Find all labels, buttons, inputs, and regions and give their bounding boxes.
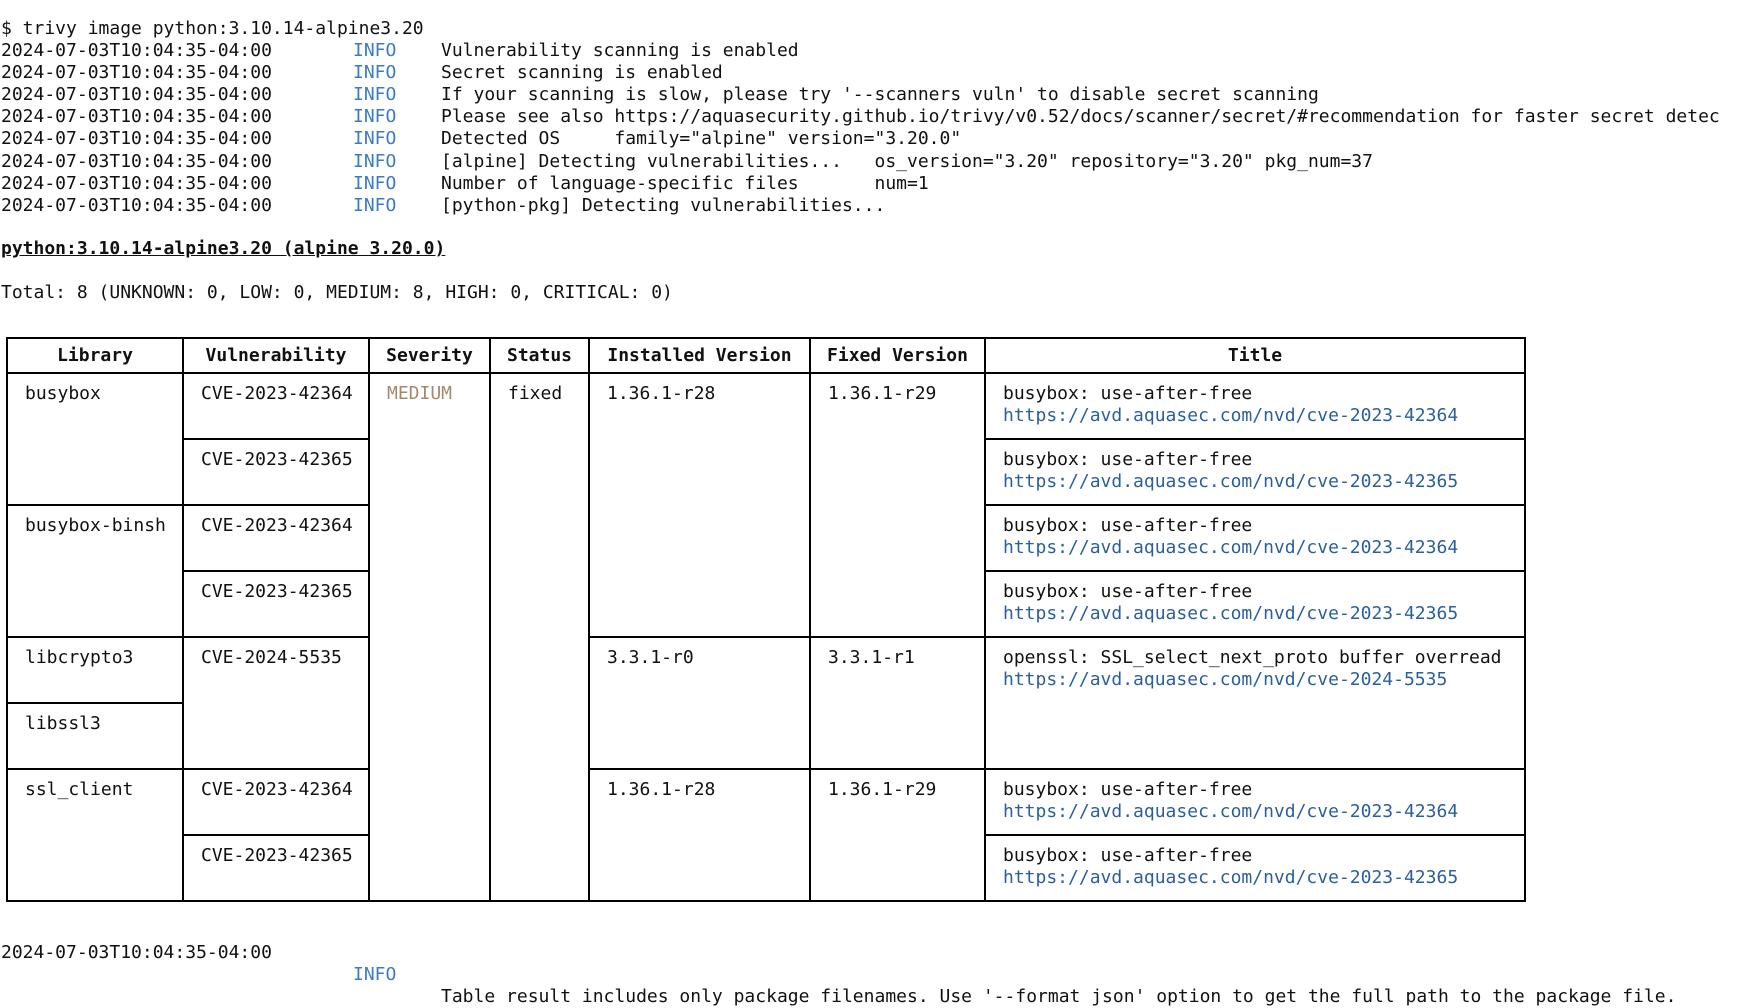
library-cell: libcrypto3 (6, 636, 184, 704)
advisory-link[interactable]: https://avd.aquasec.com/nvd/cve-2023-423… (1003, 801, 1459, 822)
title-text: openssl: SSL_select_next_proto buffer ov… (1003, 647, 1502, 668)
library-cell: busybox (6, 372, 184, 506)
library-cell: busybox-binsh (6, 504, 184, 638)
fixed-version-cell: 3.3.1-r1 (809, 636, 986, 770)
footer-log-line: 2024-07-03T10:04:35-04:00 INFO Table res… (1, 920, 1676, 1007)
advisory-link[interactable]: https://avd.aquasec.com/nvd/cve-2023-423… (1003, 405, 1459, 426)
vulnerability-cell: CVE-2023-42364 (182, 504, 370, 572)
log-timestamp: 2024-07-03T10:04:35-04:00 (1, 106, 272, 128)
log-timestamp: 2024-07-03T10:04:35-04:00 (1, 40, 272, 61)
installed-version-cell: 1.36.1-r28 (588, 372, 811, 638)
advisory-link[interactable]: https://avd.aquasec.com/nvd/cve-2023-423… (1003, 537, 1459, 558)
log-message: [alpine] Detecting vulnerabilities... os… (441, 150, 1373, 172)
advisory-link[interactable]: https://avd.aquasec.com/nvd/cve-2024-553… (1003, 669, 1448, 690)
target-heading: python:3.10.14-alpine3.20 (alpine 3.20.0… (1, 238, 446, 259)
log-timestamp: 2024-07-03T10:04:35-04:00 (1, 172, 272, 194)
table-row: libssl3 (6, 702, 1525, 770)
table-row: busybox-binsh CVE-2023-42364 busybox: us… (6, 504, 1526, 638)
vulnerability-cell: CVE-2023-42364 (182, 768, 370, 836)
title-text: busybox: use-after-free (1003, 845, 1253, 866)
table-row: busybox CVE-2023-42364 MEDIUM fixed 1.36… (6, 372, 1526, 902)
log-timestamp: 2024-07-03T10:04:35-04:00 (1, 942, 272, 963)
log-timestamp: 2024-07-03T10:04:35-04:00 (1, 84, 272, 106)
header-fixed-version: Fixed Version (809, 337, 986, 374)
log-message: Vulnerability scanning is enabled (441, 40, 799, 61)
advisory-link[interactable]: https://avd.aquasec.com/nvd/cve-2023-423… (1003, 867, 1459, 888)
advisory-link[interactable]: https://avd.aquasec.com/nvd/cve-2023-423… (1003, 471, 1459, 492)
log-level: INFO (353, 150, 397, 172)
log-timestamp: 2024-07-03T10:04:35-04:00 (1, 128, 272, 150)
fixed-version-cell: 1.36.1-r29 (809, 372, 986, 638)
vulnerability-table: Library Vulnerability Severity Status In… (6, 337, 1526, 902)
header-library: Library (6, 337, 184, 374)
log-message: Please see also https://aquasecurity.git… (441, 106, 1720, 128)
log-message: Detected OS family="alpine" version="3.2… (441, 128, 962, 150)
title-text: busybox: use-after-free (1003, 515, 1253, 536)
vulnerability-cell: CVE-2023-42365 (182, 570, 370, 638)
severity-cell: MEDIUM (368, 372, 491, 902)
advisory-link[interactable]: https://avd.aquasec.com/nvd/cve-2023-423… (1003, 603, 1459, 624)
log-level: INFO (353, 62, 397, 84)
log-message: Secret scanning is enabled (441, 62, 723, 84)
log-timestamp: 2024-07-03T10:04:35-04:00 (1, 194, 272, 216)
log-level: INFO (353, 172, 397, 194)
table-header-row: Library Vulnerability Severity Status In… (6, 337, 1526, 374)
title-text: busybox: use-after-free (1003, 383, 1253, 404)
command-line: $ trivy image python:3.10.14-alpine3.20 (1, 18, 424, 39)
title-cell: openssl: SSL_select_next_proto buffer ov… (984, 636, 1526, 770)
header-vulnerability: Vulnerability (182, 337, 370, 374)
vulnerability-cell: CVE-2024-5535 (182, 636, 370, 770)
status-cell: fixed (489, 372, 590, 902)
log-message: If your scanning is slow, please try '--… (441, 84, 1319, 106)
log-message: [python-pkg] Detecting vulnerabilities..… (441, 194, 886, 216)
installed-version-cell: 3.3.1-r0 (588, 636, 811, 770)
title-text: busybox: use-after-free (1003, 779, 1253, 800)
total-summary: Total: 8 (UNKNOWN: 0, LOW: 0, MEDIUM: 8,… (1, 282, 673, 303)
vulnerability-cell: CVE-2023-42364 (182, 372, 370, 440)
fixed-version-cell: 1.36.1-r29 (809, 768, 986, 902)
library-cell: libssl3 (6, 702, 184, 770)
log-level: INFO (353, 106, 397, 128)
title-text: busybox: use-after-free (1003, 449, 1253, 470)
title-text: busybox: use-after-free (1003, 581, 1253, 602)
header-installed-version: Installed Version (588, 337, 811, 374)
installed-version-cell: 1.36.1-r28 (588, 768, 811, 902)
log-message: Table result includes only package filen… (441, 986, 1677, 1007)
library-cell: ssl_client (6, 768, 184, 902)
log-level: INFO (353, 194, 397, 216)
log-level: INFO (353, 84, 397, 106)
log-message: Number of language-specific files num=1 (441, 172, 929, 194)
table-row: libcrypto3 CVE-2024-5535 3.3.1-r0 3.3.1-… (6, 636, 1526, 770)
log-level: INFO (353, 128, 397, 150)
vulnerability-cell: CVE-2023-42365 (182, 834, 370, 902)
header-status: Status (489, 337, 590, 374)
log-level: INFO (353, 964, 397, 985)
header-severity: Severity (368, 337, 491, 374)
header-title: Title (984, 337, 1526, 374)
log-level: INFO (353, 40, 397, 61)
log-timestamp: 2024-07-03T10:04:35-04:00 (1, 150, 272, 172)
vulnerability-cell: CVE-2023-42365 (182, 438, 370, 506)
log-timestamp: 2024-07-03T10:04:35-04:00 (1, 62, 272, 84)
table-row: ssl_client CVE-2023-42364 1.36.1-r28 1.3… (6, 768, 1526, 902)
